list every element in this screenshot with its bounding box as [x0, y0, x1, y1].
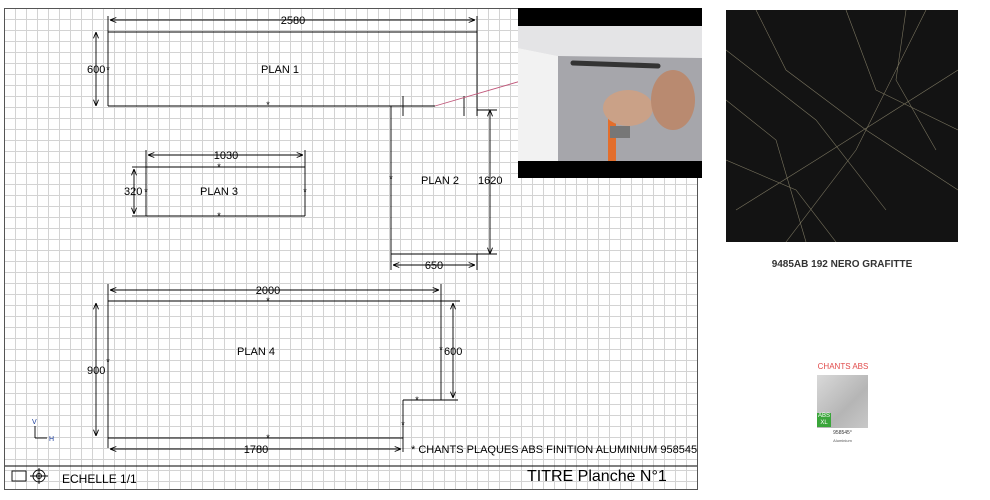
plan3-width-label: 1030: [214, 150, 238, 162]
edge-mark: *: [217, 162, 221, 172]
chant-finish: Aluminium: [833, 438, 852, 443]
edge-mark: *: [217, 211, 221, 221]
edge-mark: *: [266, 100, 270, 110]
edge-mark: *: [106, 65, 110, 75]
edge-mark: *: [266, 296, 270, 306]
plan1-height-label: 600: [87, 64, 105, 76]
edge-mark: *: [144, 187, 148, 197]
video-frame: [518, 8, 702, 178]
plan3-height-label: 320: [124, 186, 142, 198]
plan3-label: PLAN 3: [200, 186, 238, 198]
edge-mark: *: [106, 357, 110, 367]
scale-label: ECHELLE 1/1: [62, 472, 137, 486]
edge-mark: *: [401, 420, 405, 430]
material-name: 9485AB 192 NERO GRAFITTE: [771, 259, 913, 270]
video-thumbnail[interactable]: [518, 8, 702, 178]
marble-texture: [726, 10, 958, 242]
chants-title: CHANTS ABS: [817, 362, 869, 371]
chants-note: * CHANTS PLAQUES ABS FINITION ALUMINIUM …: [411, 444, 697, 456]
projection-symbol-box: [11, 470, 27, 482]
edge-mark: *: [266, 433, 270, 443]
abs-badge: ABS XL: [817, 413, 831, 427]
plan2-label: PLAN 2: [421, 175, 459, 187]
plan1-width-label: 2580: [281, 15, 305, 27]
axis-h-label: H: [49, 436, 54, 443]
plan4-bottom-width-label: 1780: [244, 444, 268, 456]
edge-mark: *: [303, 187, 307, 197]
plan4-label: PLAN 4: [237, 346, 275, 358]
edge-mark: *: [439, 345, 443, 355]
plan4-notch-height-label: 600: [444, 346, 462, 358]
chant-code: 958545°: [833, 430, 852, 436]
axis-v-label: V: [32, 419, 37, 426]
sheet-title: TITRE Planche N°1: [527, 468, 667, 485]
material-swatch: [726, 10, 958, 242]
plan4-top-width-label: 2000: [256, 285, 280, 297]
abs-badge-line2: XL: [820, 420, 828, 426]
technical-drawing: 2580 600 PLAN 1 1030 320 PLAN 3 PLAN 2 1…: [5, 15, 697, 486]
edge-mark: *: [415, 395, 419, 405]
abs-badge-line1: ABS: [817, 413, 830, 419]
edge-mark: *: [389, 174, 393, 184]
plan2-width-label: 650: [425, 260, 443, 272]
plan2-height-label: 1620: [478, 175, 502, 187]
plan4-height-label: 900: [87, 365, 105, 377]
plan1-label: PLAN 1: [261, 64, 299, 76]
